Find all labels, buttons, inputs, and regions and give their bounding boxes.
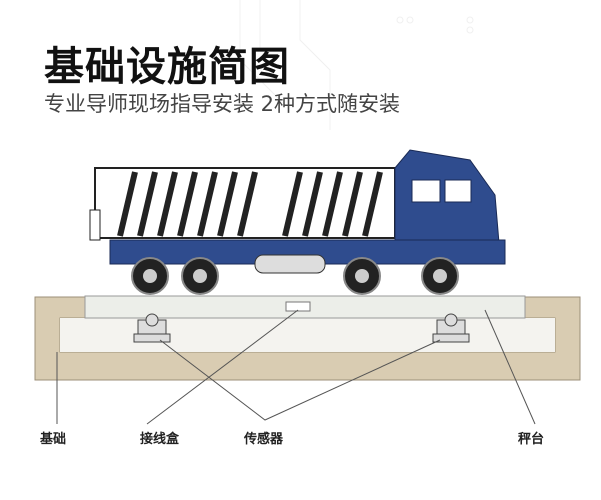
background-circuit-pattern	[239, 0, 474, 130]
junction-box-icon	[285, 301, 311, 312]
page-subtitle: 专业导师现场指导安装 2种方式随安装	[44, 92, 401, 116]
leader-lines	[56, 309, 536, 425]
load-sensor-right	[432, 313, 470, 343]
label-junction-box: 接线盒	[140, 432, 180, 447]
label-platform: 秤台	[518, 432, 545, 447]
label-sensor: 传感器	[244, 432, 284, 447]
dump-truck	[89, 149, 506, 295]
load-sensor-left	[133, 313, 171, 343]
page-title: 基础设施简图	[44, 44, 290, 90]
weighing-platform	[84, 295, 526, 319]
label-foundation: 基础	[40, 432, 67, 447]
